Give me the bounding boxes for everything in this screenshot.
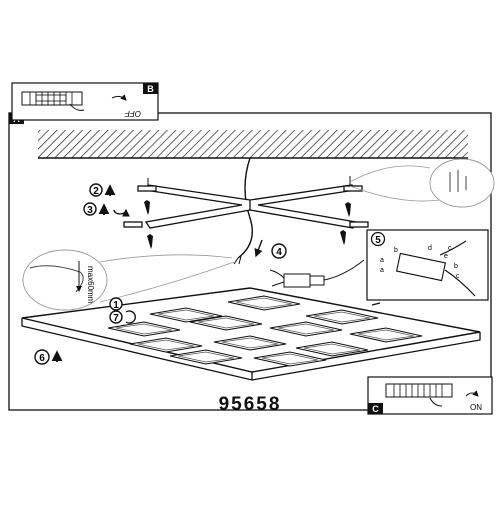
model-number: 95658 [218,394,282,415]
step-7-marker: 7 [109,310,136,324]
wire-bottom [444,269,476,297]
panel-c: C ON [367,376,493,415]
cable-ends [233,255,242,265]
mounting-bracket [123,184,369,229]
svg-text:3: 3 [87,205,93,216]
power-cable [237,157,253,259]
step-6-marker: 6 [34,349,63,365]
svg-text:c: c [456,273,460,280]
svg-text:b: b [394,247,398,254]
rotate-icon [125,310,136,324]
main-frame [8,112,492,411]
step-4-marker: 4 [254,239,287,259]
svg-text:b: b [454,263,458,270]
panel-c-label: C [372,404,379,414]
panel-step-5: 5 a a b b c c d e [366,229,489,301]
slide-arrow-off [111,94,127,101]
panel-b-label: B [147,84,154,94]
svg-text:2: 2 [93,186,99,197]
svg-text:7: 7 [113,313,119,324]
down-arrow-icon [254,239,263,258]
detail-callout-left: max60mm [22,249,235,311]
svg-text:d: d [428,245,432,252]
svg-text:a: a [380,267,384,274]
svg-text:a: a [380,257,384,264]
slide-arrow-on [465,390,479,397]
step-2-marker: 2 [89,183,116,197]
svg-text:1: 1 [113,300,119,311]
finger-outline [69,103,85,111]
step-5-number: 5 [375,235,381,246]
detail-callout-top [349,158,495,208]
terminal-connector [269,259,365,288]
step-3-marker: 3 [83,202,130,217]
ceiling [38,130,468,159]
rotate-icon [113,208,130,217]
lamp-fixture [21,287,481,381]
svg-text:e: e [444,253,448,260]
switch-on-text: ON [470,403,482,412]
svg-text:6: 6 [39,353,45,364]
svg-text:c: c [448,245,452,252]
small-screw-mark [371,302,381,306]
step-1-marker: 1 [109,297,123,311]
wire-top [439,240,467,256]
switch-body-on [385,383,453,398]
svg-text:4: 4 [276,247,282,258]
switch-off-text: OFF [124,109,141,118]
screw-icon [144,200,351,249]
switch-body-off [21,91,83,106]
finger-outline [429,397,443,407]
terminal-block [395,252,447,282]
panel-b: B OFF [11,82,159,121]
max-length-label: max60mm [86,266,95,304]
